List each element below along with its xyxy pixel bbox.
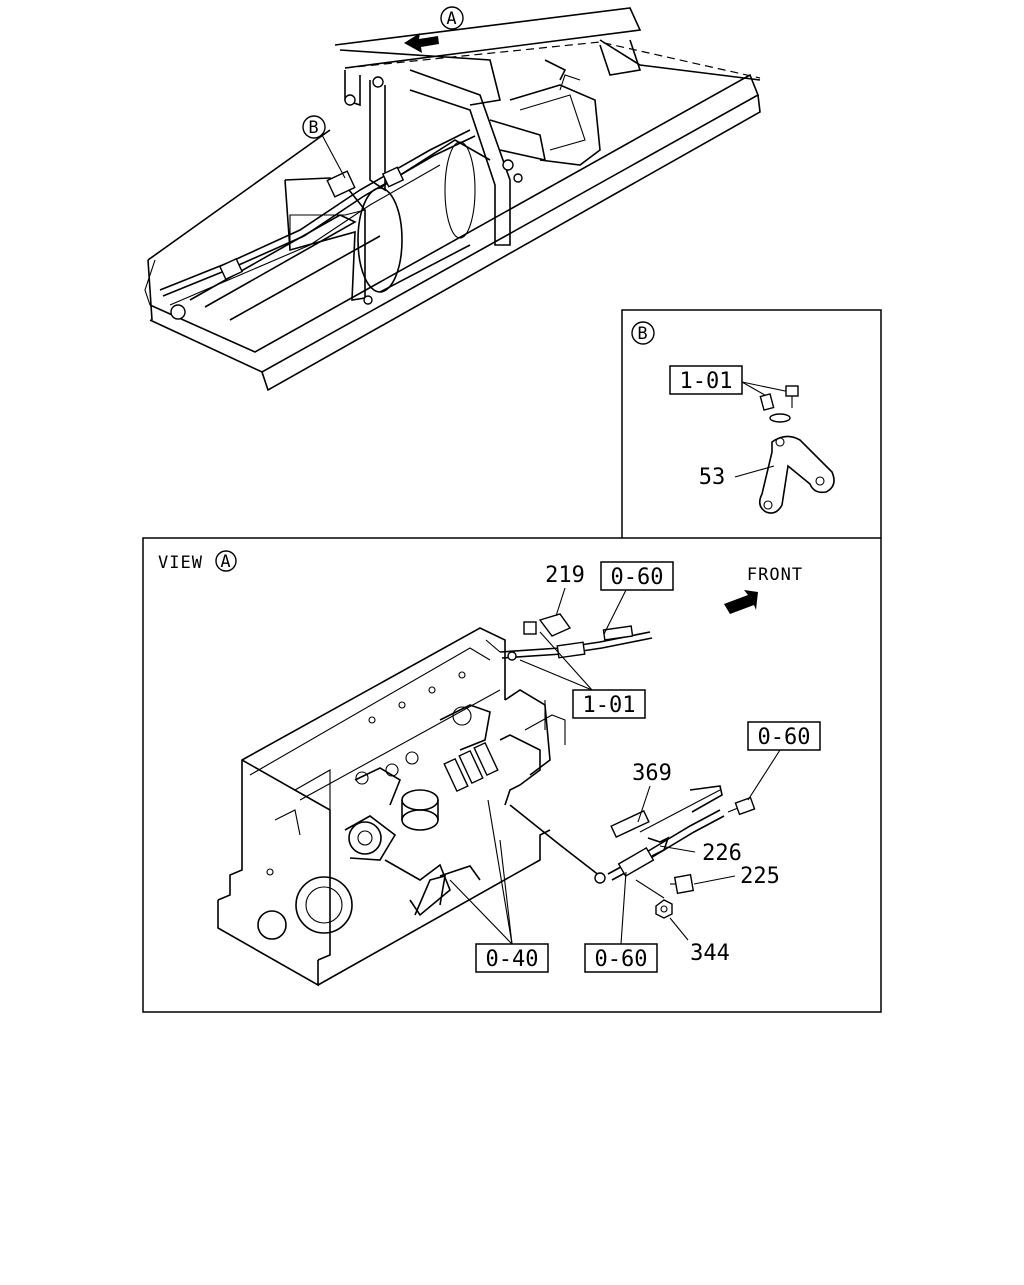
part-number-225: 225 (740, 864, 780, 889)
ref-box-0-60-bottom: 0-60 (584, 943, 658, 973)
ref-box-1-01-mid: 1-01 (572, 689, 646, 719)
ref-box-0-60-top-text: 0-60 (611, 565, 664, 590)
front-arrow-icon (724, 590, 758, 614)
ref-box-b-1-01: 1-01 (669, 365, 743, 395)
part-number-369: 369 (632, 761, 672, 786)
part-number-219: 219 (545, 563, 585, 588)
part-number-344: 344 (690, 941, 730, 966)
bolt-icon-0-60 (727, 796, 756, 816)
nut-344-icon (655, 899, 673, 919)
ref-box-0-60-top: 0-60 (600, 561, 674, 591)
ref-box-0-60-right: 0-60 (747, 721, 821, 751)
ref-box-0-40: 0-40 (475, 943, 549, 973)
chassis-overview-drawing (144, 7, 761, 392)
engine-block-drawing (217, 627, 566, 987)
pump-lever-drawing (414, 865, 481, 916)
bolt-225-icon (670, 873, 695, 895)
detail-b-letter: B (637, 324, 648, 344)
callout-b: B (302, 115, 346, 179)
accelerator-cable-lower (509, 785, 725, 884)
view-a-title: VIEW A (158, 550, 237, 573)
detail-b-panel: B 1-01 53 (621, 309, 882, 538)
view-a-panel: VIEW A FRONT (142, 537, 882, 1013)
view-a-prefix: VIEW (158, 553, 203, 573)
part-number-53: 53 (699, 465, 726, 490)
front-label: FRONT (747, 565, 803, 585)
detail-b-callout: B (631, 321, 655, 345)
ref-box-1-01-mid-text: 1-01 (583, 693, 636, 718)
callout-a: A (440, 6, 464, 30)
bracket-53-icon (758, 435, 835, 514)
callout-a-letter: A (446, 9, 457, 29)
view-a-letter: A (220, 552, 231, 572)
ref-box-0-40-text: 0-40 (486, 947, 539, 972)
callout-b-letter: B (308, 118, 319, 138)
ref-box-0-60-bottom-text: 0-60 (595, 947, 648, 972)
ref-box-b-1-01-text: 1-01 (680, 369, 733, 394)
direction-arrow-a (404, 33, 439, 53)
accelerator-cable-upper (485, 613, 653, 661)
clip-bolt-icon (759, 385, 799, 423)
part-number-226: 226 (702, 841, 742, 866)
ref-box-0-60-right-text: 0-60 (758, 725, 811, 750)
